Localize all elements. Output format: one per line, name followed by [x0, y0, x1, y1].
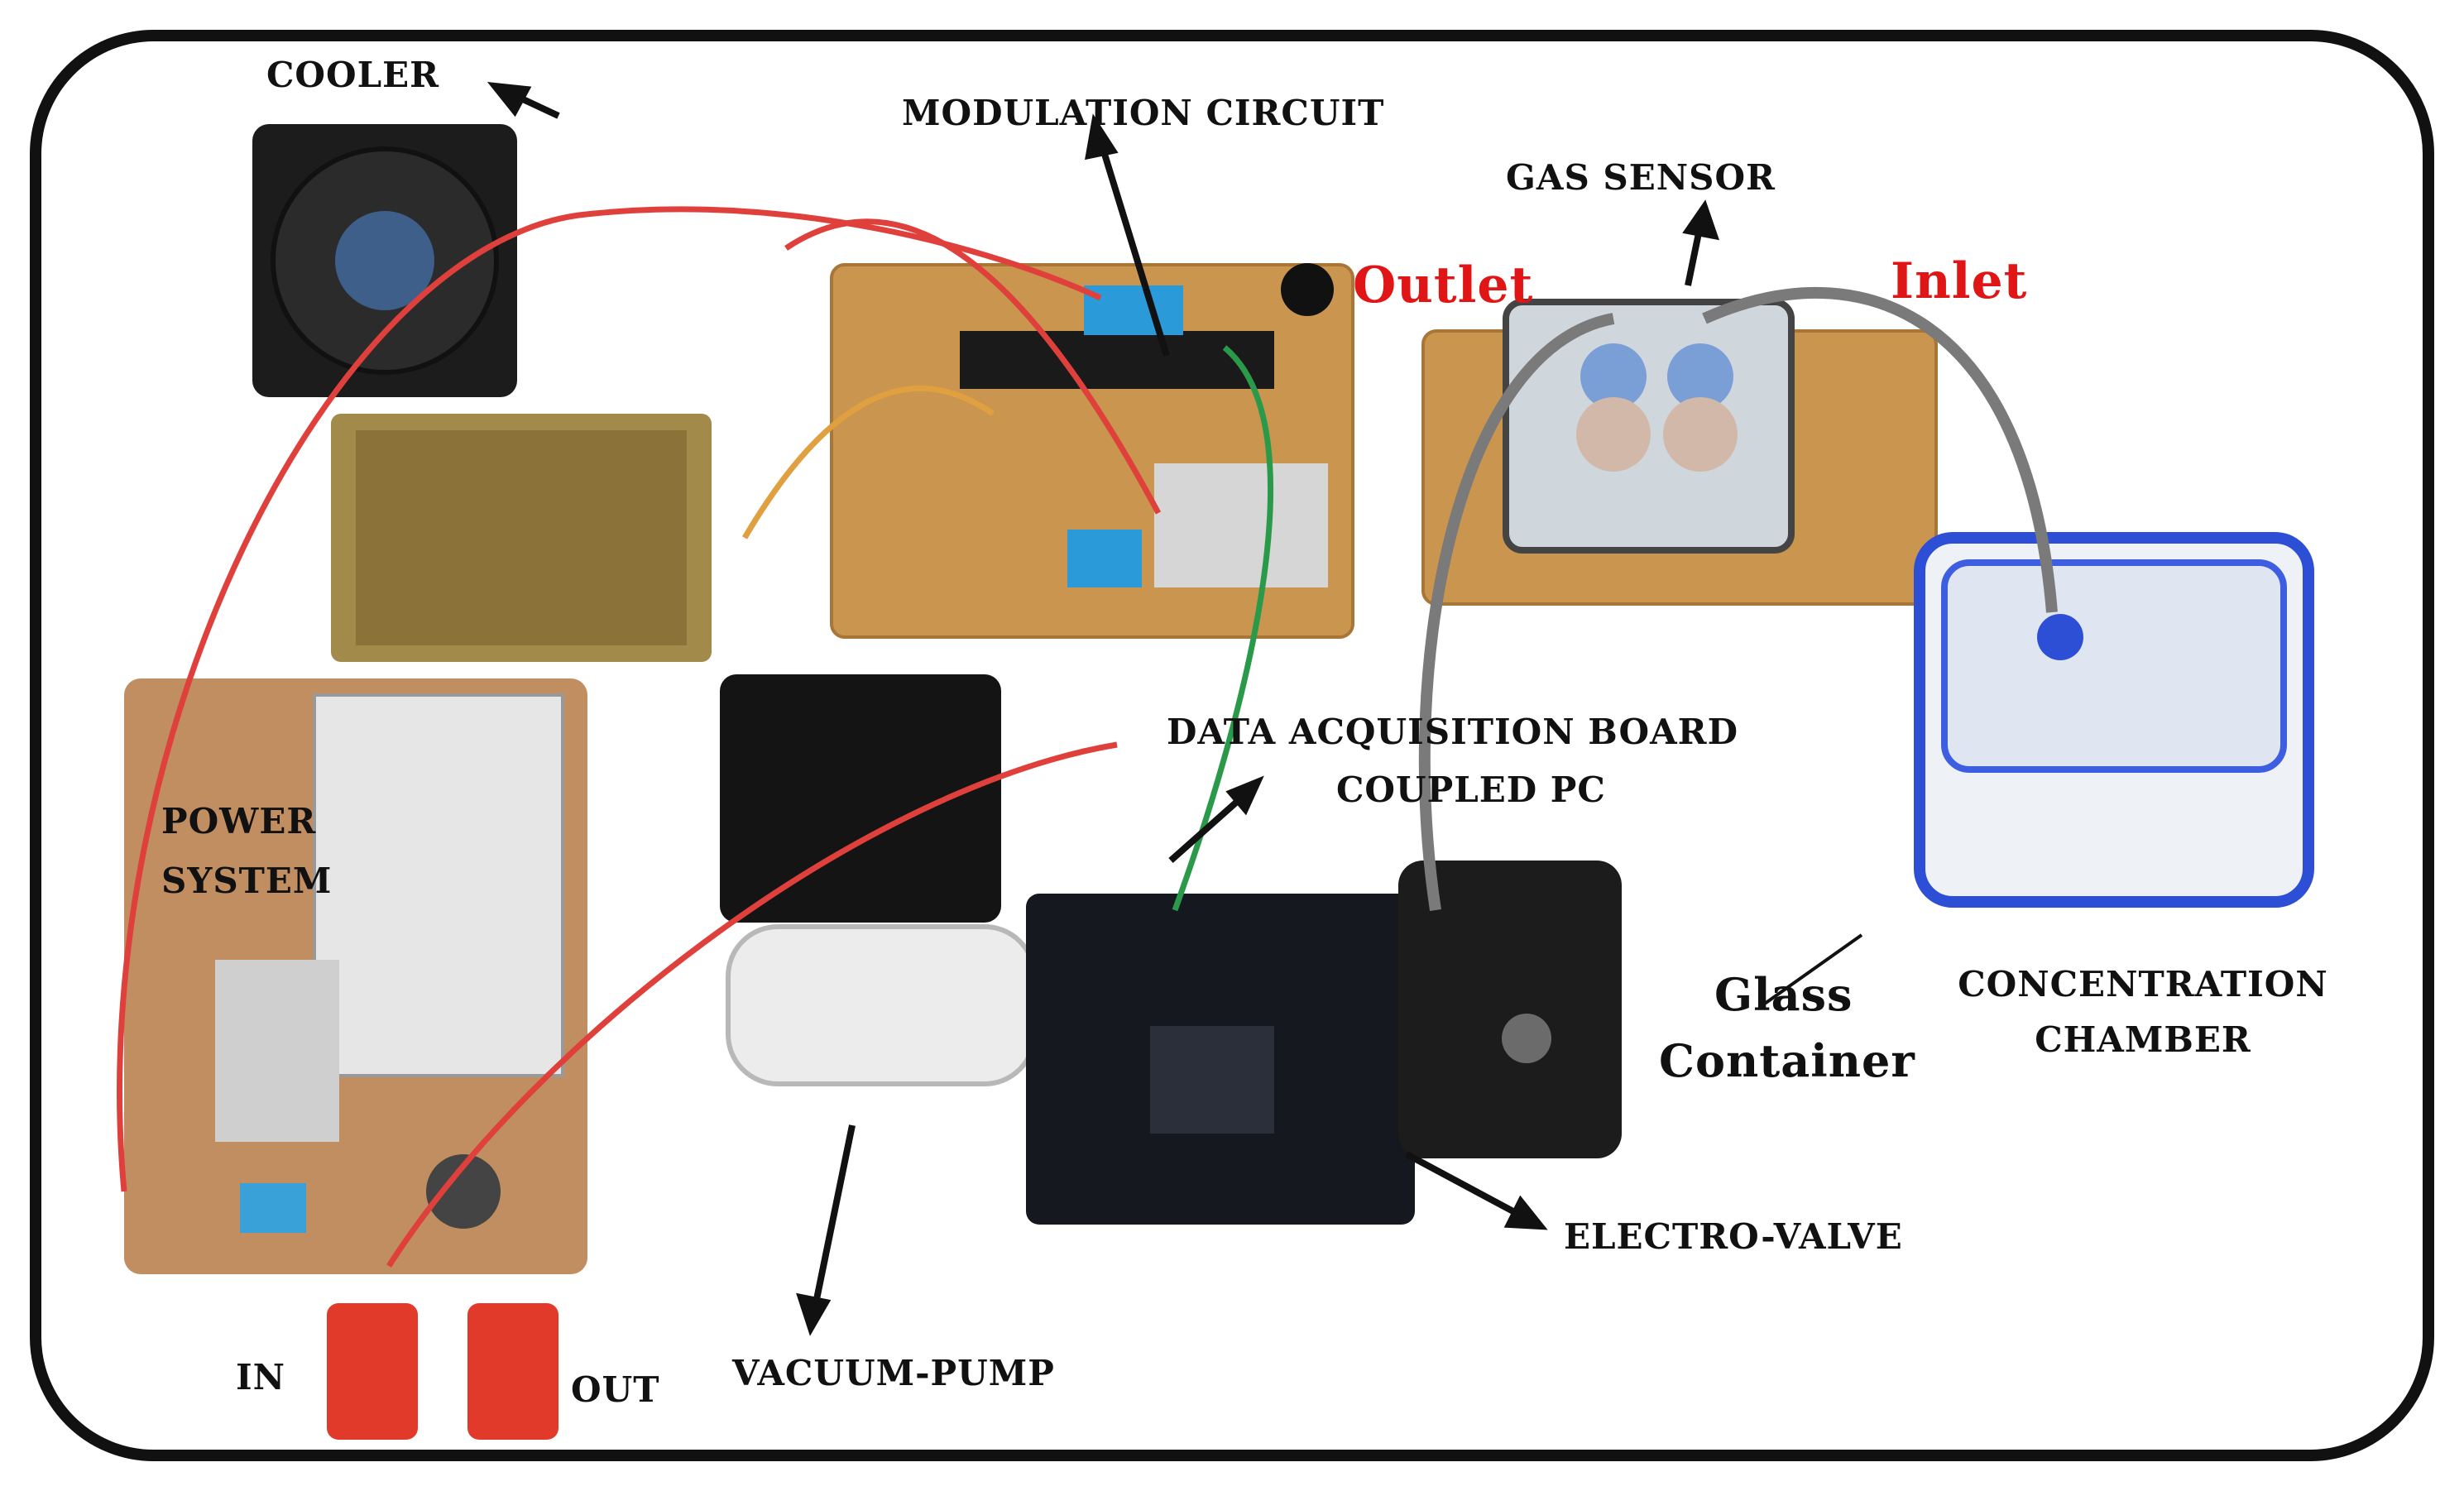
label-in: IN [236, 1357, 286, 1398]
label-power-system-line2: SYSTEM [161, 861, 333, 901]
label-electro-valve: ELECTRO-VALVE [1564, 1216, 1903, 1257]
modulation-arrow [1097, 139, 1170, 357]
label-glass-container-line2: Container [1659, 1034, 1915, 1087]
label-daq-line1: DATA ACQUISITION BOARD [1167, 712, 1739, 752]
label-concentration-chamber-line1: CONCENTRATION [1958, 964, 2328, 1004]
concentration-chamber [1914, 532, 2314, 908]
binding-posts [327, 1303, 558, 1440]
gas-sensor-arrowhead [1682, 199, 1720, 241]
electro-valve-arrow [1405, 1151, 1524, 1220]
electro-valve-arrowhead [1503, 1195, 1548, 1230]
electro-valve [1398, 861, 1622, 1158]
label-out: OUT [571, 1369, 660, 1410]
label-inlet: Inlet [1891, 252, 2028, 310]
vacuum-pump-arrowhead [796, 1292, 832, 1336]
power-system-board [124, 678, 587, 1274]
cooler-fan [252, 124, 517, 397]
label-power-system-line1: POWER [161, 801, 317, 841]
modulation-circuit-board [830, 263, 1354, 639]
label-outlet: Outlet [1353, 256, 1534, 314]
label-concentration-chamber-line2: CHAMBER [2035, 1019, 2251, 1060]
daq-arrowhead [1225, 775, 1264, 816]
vacuum-pump-arrow [812, 1124, 856, 1308]
label-daq-line2: COUPLED PC [1336, 769, 1606, 810]
label-cooler: COOLER [266, 55, 440, 95]
label-gas-sensor: GAS SENSOR [1506, 157, 1776, 198]
vacuum-pump [720, 674, 1037, 1086]
gas-sensor-board [1421, 299, 1938, 606]
label-vacuum-pump: VACUUM-PUMP [732, 1353, 1055, 1393]
wires [117, 206, 1273, 1268]
cooler-arrowhead [487, 82, 532, 117]
annotation-arrows [487, 82, 1863, 1336]
label-glass-container-line1: Glass [1714, 968, 1853, 1021]
data-acquisition-board [1026, 894, 1415, 1225]
daq-arrow [1168, 792, 1248, 863]
glass-container-pointer [1761, 933, 1863, 1007]
label-modulation-circuit: MODULATION CIRCUIT [902, 93, 1385, 133]
modulation-arrowhead [1085, 113, 1119, 161]
transformer [331, 414, 712, 662]
gas-tubing [1418, 286, 2058, 912]
